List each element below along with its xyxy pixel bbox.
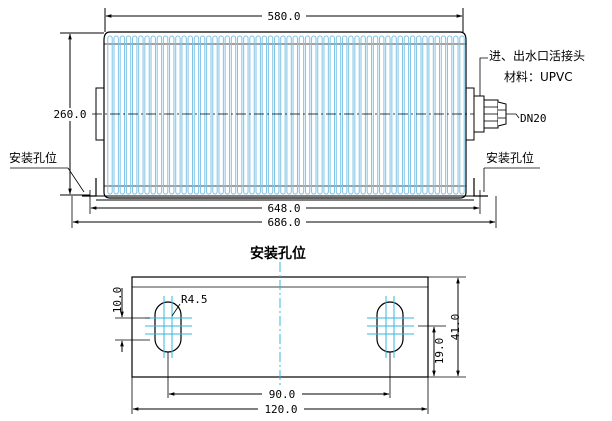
dimension-height: 260.0 (48, 32, 104, 196)
cooling-fin (261, 35, 268, 195)
dimension-slot-height: 10.0 (111, 287, 150, 352)
dim-text-plate-height: 41.0 (449, 314, 462, 341)
cooling-fin (230, 35, 237, 195)
dimension-top-width: 580.0 (104, 8, 464, 32)
cooling-fin (125, 35, 132, 195)
cooling-fin (162, 35, 169, 195)
cooling-fin (286, 35, 292, 195)
cooling-fin (224, 35, 231, 195)
cooling-fin (169, 35, 175, 195)
cooling-fin (144, 35, 150, 195)
cooling-fin (199, 35, 206, 195)
cooling-fin (409, 35, 416, 195)
mounting-feet (82, 178, 488, 201)
cooling-fin (132, 35, 138, 195)
cooling-fin (156, 35, 163, 195)
cooling-fin (267, 35, 274, 195)
cooling-fin (218, 35, 224, 195)
cooling-fin (249, 35, 255, 195)
cooling-fin (335, 35, 342, 195)
dim-text-hole-spacing: 90.0 (269, 388, 296, 401)
cooling-fin (206, 35, 212, 195)
label-mount-right: 安装孔位 (486, 150, 534, 165)
cooling-fin (138, 35, 144, 195)
dim-text-plate-width: 120.0 (264, 403, 297, 416)
dimension-hole-offset: 19.0 (418, 325, 446, 377)
cooling-fin (212, 35, 218, 195)
cooling-fin (446, 35, 453, 195)
cooling-fin (428, 35, 434, 195)
label-dn20: DN20 (520, 112, 547, 125)
label-inlet-outlet: 进、出水口活接头 (489, 48, 585, 63)
dim-text-base-inner: 648.0 (267, 202, 300, 215)
heat-exchanger-top-view: 580.0 260.0 (9, 8, 585, 229)
dim-text-slot-height: 10.0 (111, 287, 124, 314)
mount-hole-annotation-left: 安装孔位 (9, 150, 85, 193)
dim-text-hole-offset: 19.0 (433, 338, 446, 365)
cooling-fin (372, 35, 379, 195)
cooling-fin (280, 35, 286, 195)
dim-text-height: 260.0 (53, 108, 86, 121)
cooling-fin (341, 35, 348, 195)
mount-plate-detail-view: 安装孔位 R4.5 (111, 245, 466, 416)
cooling-fin (354, 35, 360, 195)
cooling-fin (317, 35, 323, 195)
dimension-plate-width: 120.0 (131, 377, 429, 416)
cooling-fin (391, 35, 397, 195)
connector-annotations: 进、出水口活接头 材料：UPVC DN20 (479, 48, 585, 125)
detail-title: 安装孔位 (250, 245, 306, 262)
cooling-fin (403, 35, 410, 195)
cooling-fin (366, 35, 373, 195)
cooling-fin (385, 35, 391, 195)
dimension-hole-spacing: 90.0 (167, 352, 391, 401)
water-connector (473, 95, 507, 133)
cooling-fin (175, 35, 181, 195)
radius-annotation: R4.5 (171, 293, 208, 317)
cooling-fin (434, 35, 441, 195)
dimension-base-inner: 648.0 (89, 201, 481, 215)
cooling-fin (416, 35, 422, 195)
cooling-fin (255, 35, 261, 195)
cooling-fin (348, 35, 354, 195)
cooling-fin (329, 35, 336, 195)
dimension-base-outer: 686.0 (71, 196, 497, 229)
cooling-fin (298, 35, 305, 195)
cooling-fin (236, 35, 243, 195)
dimension-plate-height: 41.0 (428, 276, 466, 378)
cooling-fin (422, 35, 428, 195)
cooling-fin (181, 35, 187, 195)
label-mount-left: 安装孔位 (9, 150, 57, 165)
cooling-fin (304, 35, 311, 195)
label-material: 材料：UPVC (504, 70, 573, 84)
cooling-fin (397, 35, 403, 195)
cooling-fins (107, 35, 465, 195)
cooling-fin (292, 35, 298, 195)
cooling-fin (459, 35, 465, 195)
cooling-fin (440, 35, 447, 195)
mount-slot-left (145, 296, 192, 358)
cooling-fin (453, 35, 459, 195)
cooling-fin (193, 35, 200, 195)
cooling-fin (379, 35, 385, 195)
mount-hole-annotation-right: 安装孔位 (483, 150, 540, 192)
cooling-fin (360, 35, 366, 195)
cooling-fin (323, 35, 329, 195)
cooling-fin (113, 35, 119, 195)
dim-text-top-width: 580.0 (267, 10, 300, 23)
cooling-fin (243, 35, 249, 195)
cooling-fin (119, 35, 126, 195)
cooling-fin (150, 35, 156, 195)
cooling-fin (187, 35, 193, 195)
cooling-fin (274, 35, 280, 195)
cooling-fin (311, 35, 317, 195)
cooling-fin (107, 35, 113, 195)
mount-slot-right (367, 296, 414, 358)
dim-text-base-outer: 686.0 (267, 216, 300, 229)
label-radius: R4.5 (181, 293, 208, 306)
